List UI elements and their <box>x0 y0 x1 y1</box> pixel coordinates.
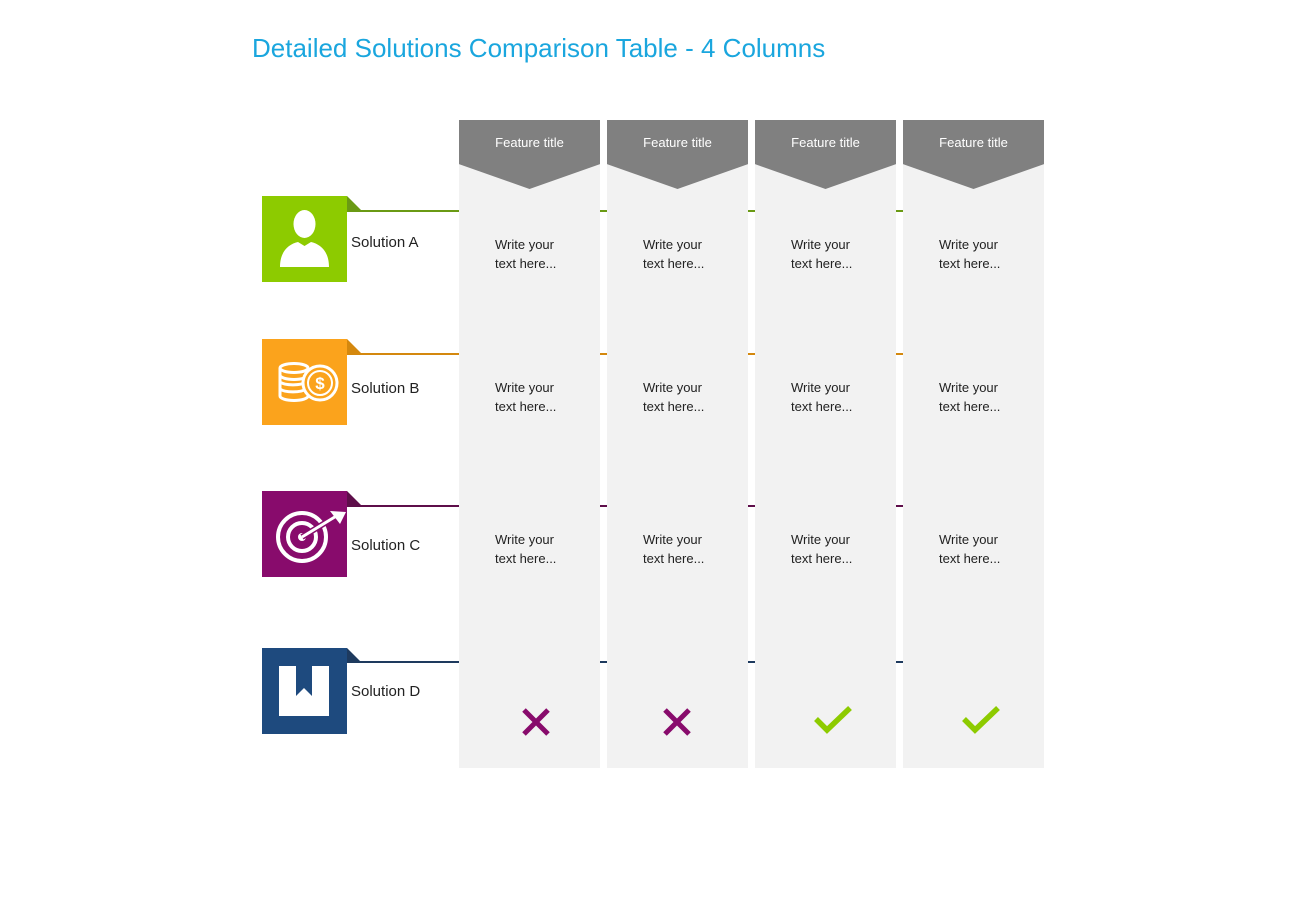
feature-column-1: Feature title Write your text here... Wr… <box>459 120 600 768</box>
cell-c-3: Write your text here... <box>791 532 853 566</box>
feature-header: Feature title <box>755 120 896 189</box>
cell-a-1: Write your text here... <box>495 237 557 271</box>
cell-c-2: Write your text here... <box>643 532 705 566</box>
cell-b-3: Write your text here... <box>791 380 853 414</box>
feature-title: Feature title <box>939 135 1008 150</box>
solution-c-label: Solution C <box>351 537 421 554</box>
solution-b-badge: $ <box>262 339 347 425</box>
bookmark-icon <box>279 666 329 716</box>
feature-column-4: Feature title Write your text here... Wr… <box>903 120 1044 768</box>
cell-a-2: Write your text here... <box>643 237 705 271</box>
target-icon <box>276 511 346 563</box>
row-tab-c <box>347 491 362 506</box>
page-title: Detailed Solutions Comparison Table - 4 … <box>252 33 826 63</box>
cell-a-4: Write your text here... <box>939 237 1001 271</box>
feature-title: Feature title <box>495 135 564 150</box>
cell-b-4: Write your text here... <box>939 380 1001 414</box>
cell-b-2: Write your text here... <box>643 380 705 414</box>
svg-text:$: $ <box>315 374 325 393</box>
cell-c-1: Write your text here... <box>495 532 557 566</box>
cross-icon <box>522 708 550 736</box>
cross-icon <box>663 708 691 736</box>
feature-column-3: Feature title Write your text here... Wr… <box>755 120 896 768</box>
row-tab-a <box>347 196 362 211</box>
solution-b-label: Solution B <box>351 380 420 397</box>
feature-header: Feature title <box>903 120 1044 189</box>
feature-title: Feature title <box>643 135 712 150</box>
feature-title: Feature title <box>791 135 860 150</box>
check-icon <box>814 706 852 734</box>
person-icon <box>280 210 329 267</box>
solution-c-badge <box>262 491 347 577</box>
feature-header: Feature title <box>607 120 748 189</box>
solution-d-badge <box>262 648 347 734</box>
feature-header: Feature title <box>459 120 600 189</box>
row-tab-b <box>347 339 362 354</box>
row-tab-d <box>347 648 362 663</box>
cell-c-4: Write your text here... <box>939 532 1001 566</box>
coins-icon: $ <box>278 362 339 402</box>
feature-column-2: Feature title Write your text here... Wr… <box>607 120 748 768</box>
cell-a-3: Write your text here... <box>791 237 853 271</box>
check-icon <box>962 706 1000 734</box>
solution-a-label: Solution A <box>351 234 419 251</box>
solution-a-badge <box>262 196 347 282</box>
cell-b-1: Write your text here... <box>495 380 557 414</box>
solution-d-label: Solution D <box>351 683 421 700</box>
